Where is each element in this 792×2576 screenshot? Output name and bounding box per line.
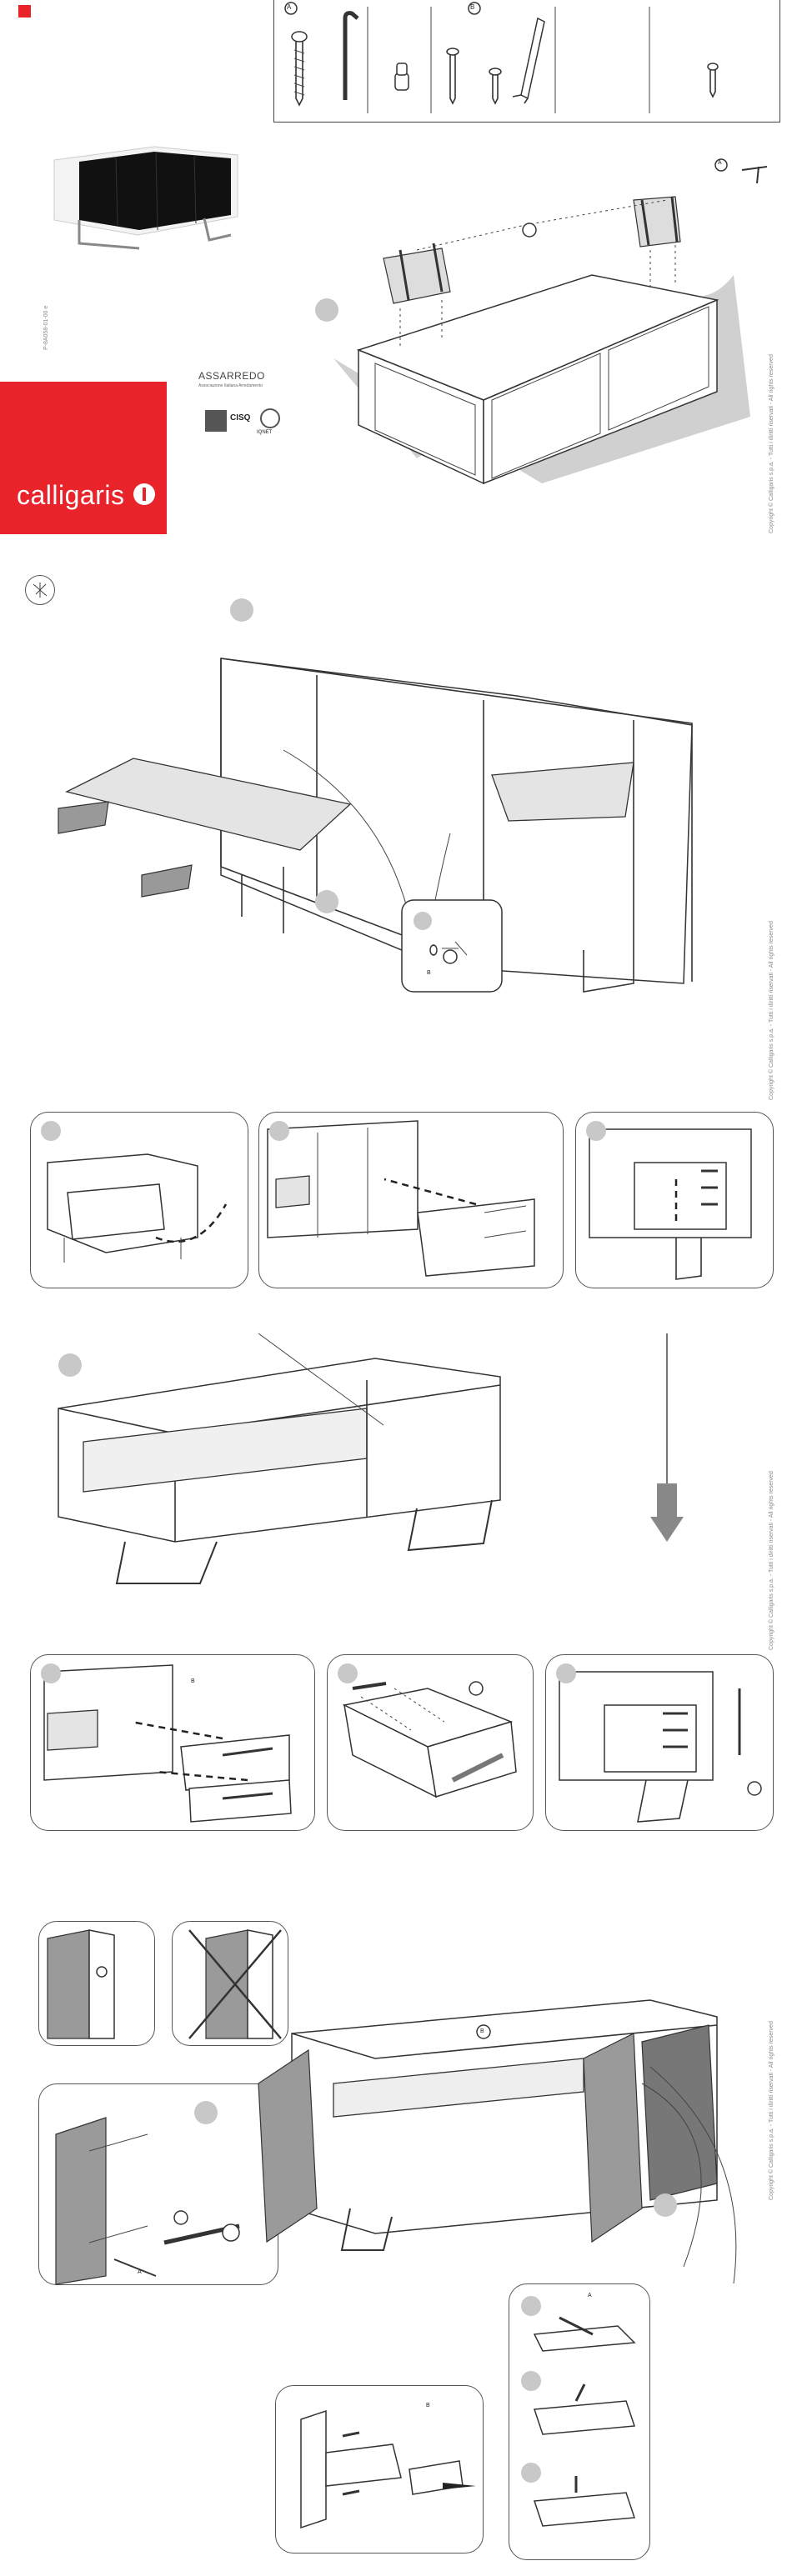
cisq-label: CISQ xyxy=(230,413,251,423)
panel-drawer-insert: B xyxy=(30,1654,315,1831)
step-3-detail-badge xyxy=(414,912,432,930)
short-screw-icon xyxy=(489,68,502,105)
step-12-badge xyxy=(654,2193,677,2217)
copyright-4: Copyright © Calligaris s.p.a. - Tutti i … xyxy=(769,2021,774,2200)
small-screw-icon xyxy=(707,63,719,98)
step-13b-badge xyxy=(521,2371,541,2391)
long-screw-icon xyxy=(446,48,459,105)
step-5-badge xyxy=(269,1121,289,1141)
brand-block: calligaris xyxy=(0,382,167,534)
screw-icon xyxy=(291,31,308,107)
step-6-badge xyxy=(586,1121,606,1141)
step-10-badge xyxy=(556,1663,576,1683)
step-13a-badge xyxy=(521,2296,541,2316)
panel-drawer-pull xyxy=(30,1112,248,1288)
part-label-b: B xyxy=(470,3,475,11)
step-13c-badge xyxy=(521,2463,541,2483)
part-label-a: A xyxy=(287,3,292,11)
tag-a-insert: B xyxy=(191,1678,195,1684)
certifications: ASSARREDO Associazione Italiana Arredame… xyxy=(198,367,282,450)
step-11-badge xyxy=(194,2101,218,2124)
down-arrow-icon xyxy=(650,1333,684,1558)
panel-drawer-check xyxy=(575,1112,774,1288)
panel-drawer-slide xyxy=(258,1112,564,1288)
tag-a-legs: A xyxy=(718,160,722,166)
panel-door-correct xyxy=(38,1921,155,2046)
panel-handle-fix xyxy=(327,1654,534,1831)
doc-code: P-8A058-01-00 e xyxy=(43,305,49,350)
parts-box: A B xyxy=(273,0,780,123)
panel-hinge-adjust: A xyxy=(509,2283,650,2560)
step-4-badge xyxy=(41,1121,61,1141)
brand-logo-icon xyxy=(133,483,155,505)
panel-door-wrong xyxy=(172,1921,288,2046)
cisq-logo xyxy=(205,410,227,432)
handle-icon xyxy=(512,17,545,104)
iqnet-label: IQNET xyxy=(257,430,273,435)
tag-b-hinge: B xyxy=(426,2403,430,2408)
step-7-badge xyxy=(58,1353,82,1377)
panel-hinge-detail: B xyxy=(275,2385,484,2553)
dowel-icon xyxy=(394,63,409,91)
brand-logo-text: calligaris xyxy=(17,480,125,510)
step-3-badge xyxy=(315,890,338,913)
parts-drawing xyxy=(284,2,719,113)
assarredo-subtitle: Associazione Italiana Arredamento xyxy=(198,383,263,388)
section-legs: A xyxy=(315,150,768,542)
tag-a-cabinet: B xyxy=(480,2028,484,2034)
assarredo-title: ASSARREDO xyxy=(198,370,265,382)
step-1-badge xyxy=(315,298,338,322)
section-cabinet-center xyxy=(50,1333,525,1600)
copyright-2: Copyright © Calligaris s.p.a. - Tutti i … xyxy=(769,921,774,1100)
copyright-1: Copyright © Calligaris s.p.a. - Tutti i … xyxy=(769,354,774,533)
step-2-badge xyxy=(230,598,253,622)
step-8-badge xyxy=(41,1663,61,1683)
section-shelves: B xyxy=(50,598,717,1000)
step-9-badge xyxy=(338,1663,358,1683)
tag-a-shelves: B xyxy=(427,970,431,976)
tag-b-door: A xyxy=(138,2269,142,2275)
iqnet-logo xyxy=(260,408,280,428)
section-doors-cabinet: B xyxy=(250,1967,750,2284)
corner-mark xyxy=(18,5,31,18)
allen-key-icon xyxy=(343,11,359,100)
copyright-3: Copyright © Calligaris s.p.a. - Tutti i … xyxy=(769,1471,774,1650)
product-image xyxy=(46,142,246,250)
tag-a-hinge: A xyxy=(588,2293,592,2298)
panel-hinge-screw xyxy=(545,1654,774,1831)
exploded-view-icon xyxy=(25,575,55,605)
panel-door-hinge: A xyxy=(38,2083,278,2285)
